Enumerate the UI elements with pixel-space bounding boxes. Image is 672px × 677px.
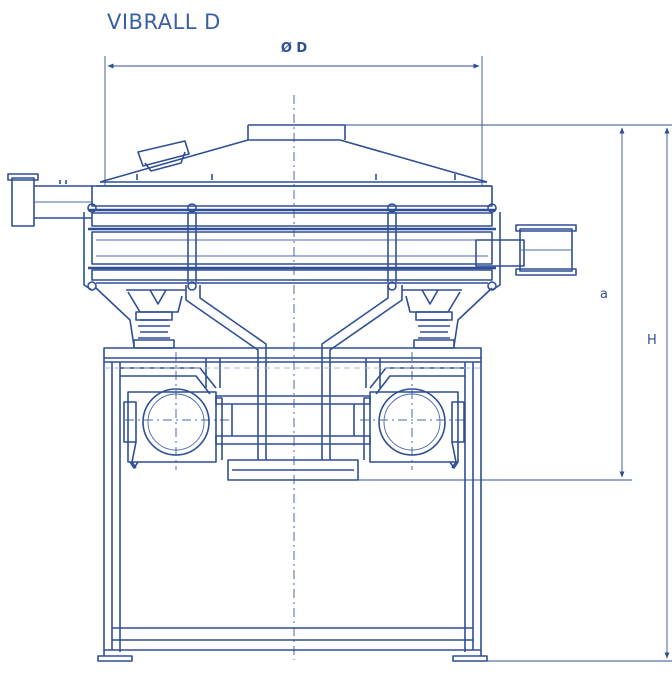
outlet-cone bbox=[185, 285, 403, 481]
clamp-bolts bbox=[87, 203, 497, 291]
center-lines bbox=[125, 95, 465, 660]
drawing-title: VIBRALL D bbox=[107, 10, 221, 34]
sieve-deck bbox=[83, 185, 501, 291]
inspection-nozzle bbox=[137, 140, 190, 172]
base-frame bbox=[97, 347, 488, 662]
dimension-a: a bbox=[345, 124, 632, 481]
diameter-label: Ø D bbox=[281, 41, 308, 56]
spring-support-left bbox=[95, 287, 186, 349]
height-label: H bbox=[647, 333, 657, 348]
a-label: a bbox=[600, 287, 608, 302]
motor-left bbox=[123, 388, 223, 469]
motor-right bbox=[363, 388, 465, 469]
left-outlet-spout bbox=[7, 173, 92, 227]
right-outlet-spout bbox=[475, 224, 577, 276]
dimension-diameter: Ø D bbox=[104, 41, 483, 185]
top-cover bbox=[96, 124, 491, 187]
spring-support-right bbox=[402, 287, 493, 349]
dimension-height: H bbox=[480, 124, 672, 662]
